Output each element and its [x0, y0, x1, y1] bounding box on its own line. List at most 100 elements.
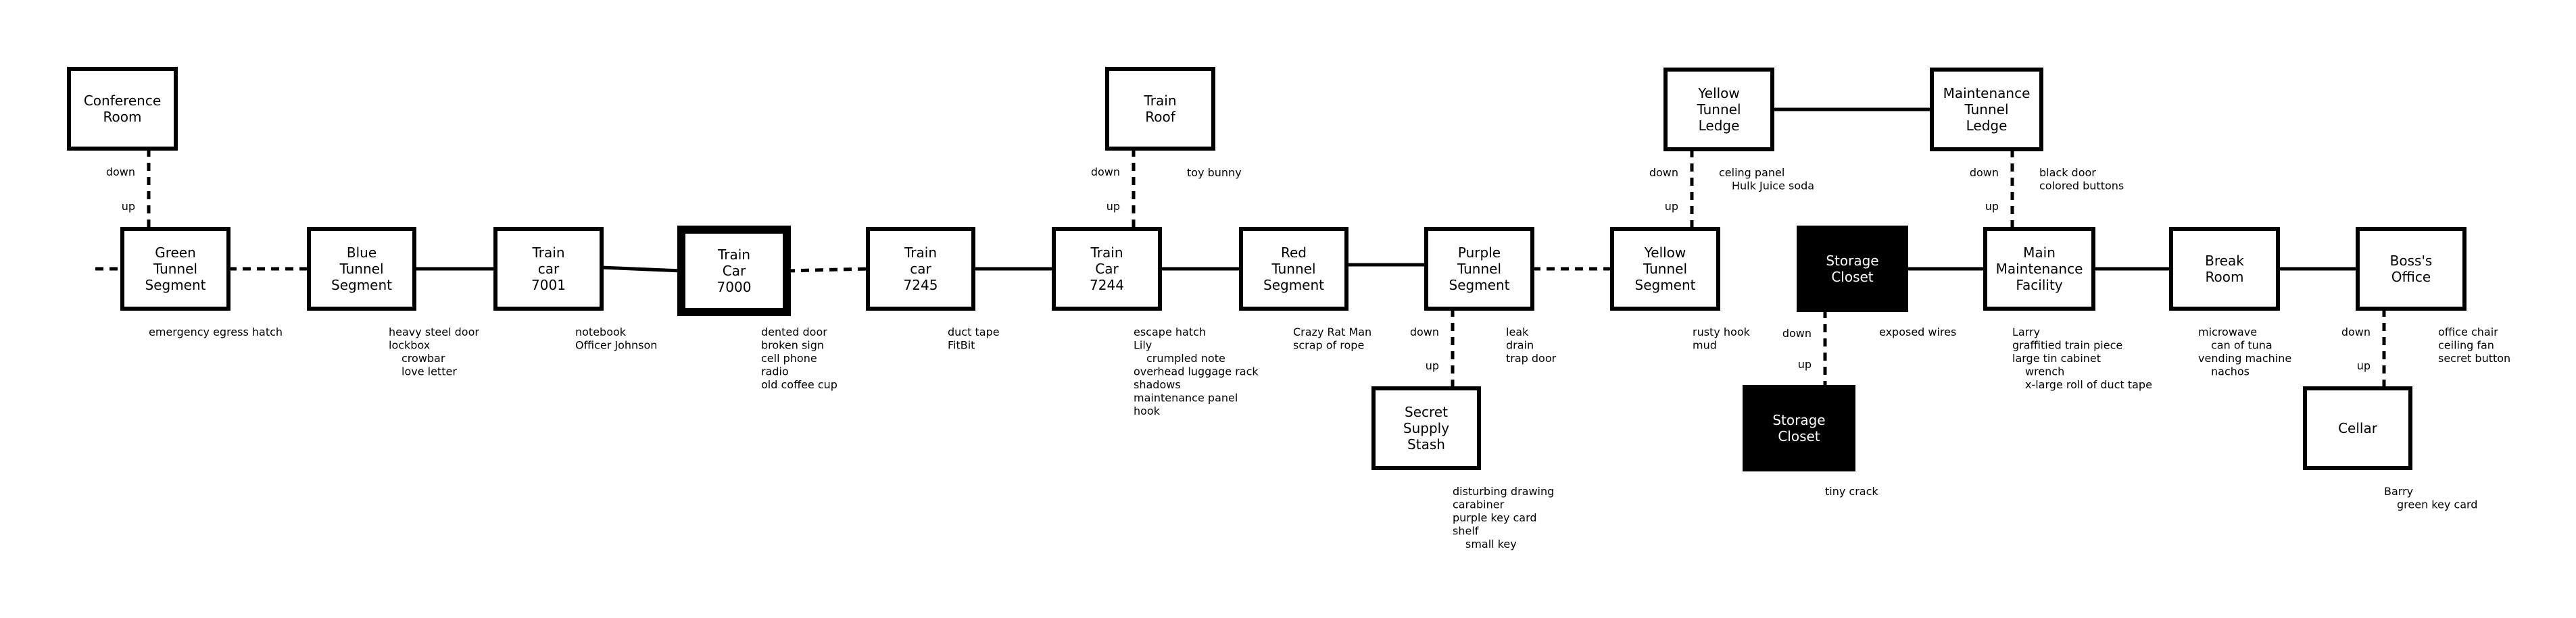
room-item[interactable]: toy bunny [1187, 166, 1242, 179]
nested-item[interactable]: can of tuna [2211, 339, 2273, 352]
room-name-line: Room [2206, 269, 2244, 285]
room-item[interactable]: celing panel [1719, 166, 1784, 179]
room-item[interactable]: office chair [2438, 326, 2498, 338]
room-item[interactable]: shelf [1453, 525, 1479, 538]
room-box[interactable] [1105, 67, 1215, 151]
room-item[interactable]: emergency egress hatch [149, 326, 283, 338]
nested-item[interactable]: wrench [2025, 365, 2064, 378]
nested-item[interactable]: small key [1465, 538, 1517, 550]
room-item[interactable]: radio [761, 365, 789, 378]
room-box[interactable] [1239, 227, 1348, 311]
nested-item[interactable]: green key card [2397, 498, 2477, 511]
room-box[interactable] [2169, 227, 2280, 311]
room-item[interactable]: dented door [761, 326, 827, 338]
nested-item[interactable]: x-large roll of duct tape [2025, 378, 2152, 391]
room-box[interactable] [307, 227, 416, 311]
room-item[interactable]: Larry [2012, 326, 2040, 338]
room-item[interactable]: carabiner [1453, 498, 1505, 511]
room-box[interactable] [1797, 226, 1908, 312]
room-item[interactable]: old coffee cup [761, 378, 837, 391]
room-box[interactable] [67, 67, 178, 151]
room-item[interactable]: purple key card [1453, 511, 1537, 524]
room-box[interactable] [1743, 385, 1855, 471]
room-item[interactable]: scrap of rope [1293, 339, 1364, 352]
room-box[interactable] [1983, 227, 2095, 311]
room-box[interactable] [1424, 227, 1534, 311]
room-item[interactable]: Barry [2384, 485, 2413, 498]
room-item[interactable]: heavy steel door [389, 326, 479, 338]
room-item[interactable]: broken sign [761, 339, 824, 352]
room-item[interactable]: vending machine [2198, 352, 2291, 365]
room-item[interactable]: disturbing drawing [1453, 485, 1554, 498]
room-box[interactable] [120, 227, 230, 311]
room-item[interactable]: tiny crack [1825, 485, 1878, 498]
room-item[interactable]: ceiling fan [2438, 339, 2494, 352]
direction-label-down: down [1091, 165, 1120, 178]
nested-item[interactable]: crumpled note [1146, 352, 1225, 365]
connections-layer [95, 107, 2386, 388]
room-item[interactable]: Crazy Rat Man [1293, 326, 1371, 338]
room-item[interactable]: leak [1506, 326, 1529, 338]
room-item[interactable]: Officer Johnson [575, 339, 657, 352]
room-item[interactable]: colored buttons [2039, 180, 2124, 192]
room-item[interactable]: maintenance panel [1134, 392, 1238, 405]
room-box[interactable] [493, 227, 604, 311]
room-item[interactable]: escape hatch [1134, 326, 1206, 338]
room-box[interactable] [2303, 386, 2412, 470]
room-item[interactable]: hook [1134, 405, 1161, 417]
direction-label-up: up [1665, 200, 1678, 213]
room-box[interactable] [1930, 68, 2043, 151]
room-item[interactable]: graffitied train piece [2012, 339, 2122, 352]
room-box[interactable] [1052, 227, 1162, 311]
room-item[interactable]: duct tape [948, 326, 1000, 338]
nested-item[interactable]: crowbar [402, 352, 445, 365]
room-item[interactable]: notebook [575, 326, 627, 338]
room-box[interactable] [2356, 227, 2466, 311]
nested-item[interactable]: Hulk Juice soda [1732, 180, 1814, 192]
room-item[interactable]: large tin cabinet [2012, 352, 2101, 365]
room-item[interactable]: rusty hook [1693, 326, 1751, 338]
room-box[interactable] [866, 227, 975, 311]
nested-item[interactable]: nachos [2211, 365, 2250, 378]
room-item[interactable]: drain [1506, 339, 1534, 352]
room-item[interactable]: Lily [1134, 339, 1152, 352]
room-box[interactable] [1663, 68, 1774, 151]
room-item[interactable]: trap door [1506, 352, 1557, 365]
room-item[interactable]: mud [1693, 339, 1717, 352]
room-item[interactable]: overhead luggage rack [1134, 365, 1259, 378]
room-item[interactable]: microwave [2198, 326, 2257, 338]
room-box[interactable] [1371, 386, 1481, 470]
room-item[interactable]: shadows [1134, 378, 1181, 391]
nested-item[interactable]: love letter [402, 365, 457, 378]
room-item[interactable]: cell phone [761, 352, 817, 365]
room-item[interactable]: FitBit [948, 339, 975, 352]
room-cellar[interactable]: Cellar [2303, 386, 2412, 470]
room-box[interactable] [1610, 227, 1720, 311]
room-item[interactable]: lockbox [389, 339, 430, 352]
room-item[interactable]: black door [2039, 166, 2096, 179]
room-box[interactable] [677, 226, 791, 316]
room-item[interactable]: exposed wires [1879, 326, 1956, 338]
room-item[interactable]: secret button [2438, 352, 2510, 365]
